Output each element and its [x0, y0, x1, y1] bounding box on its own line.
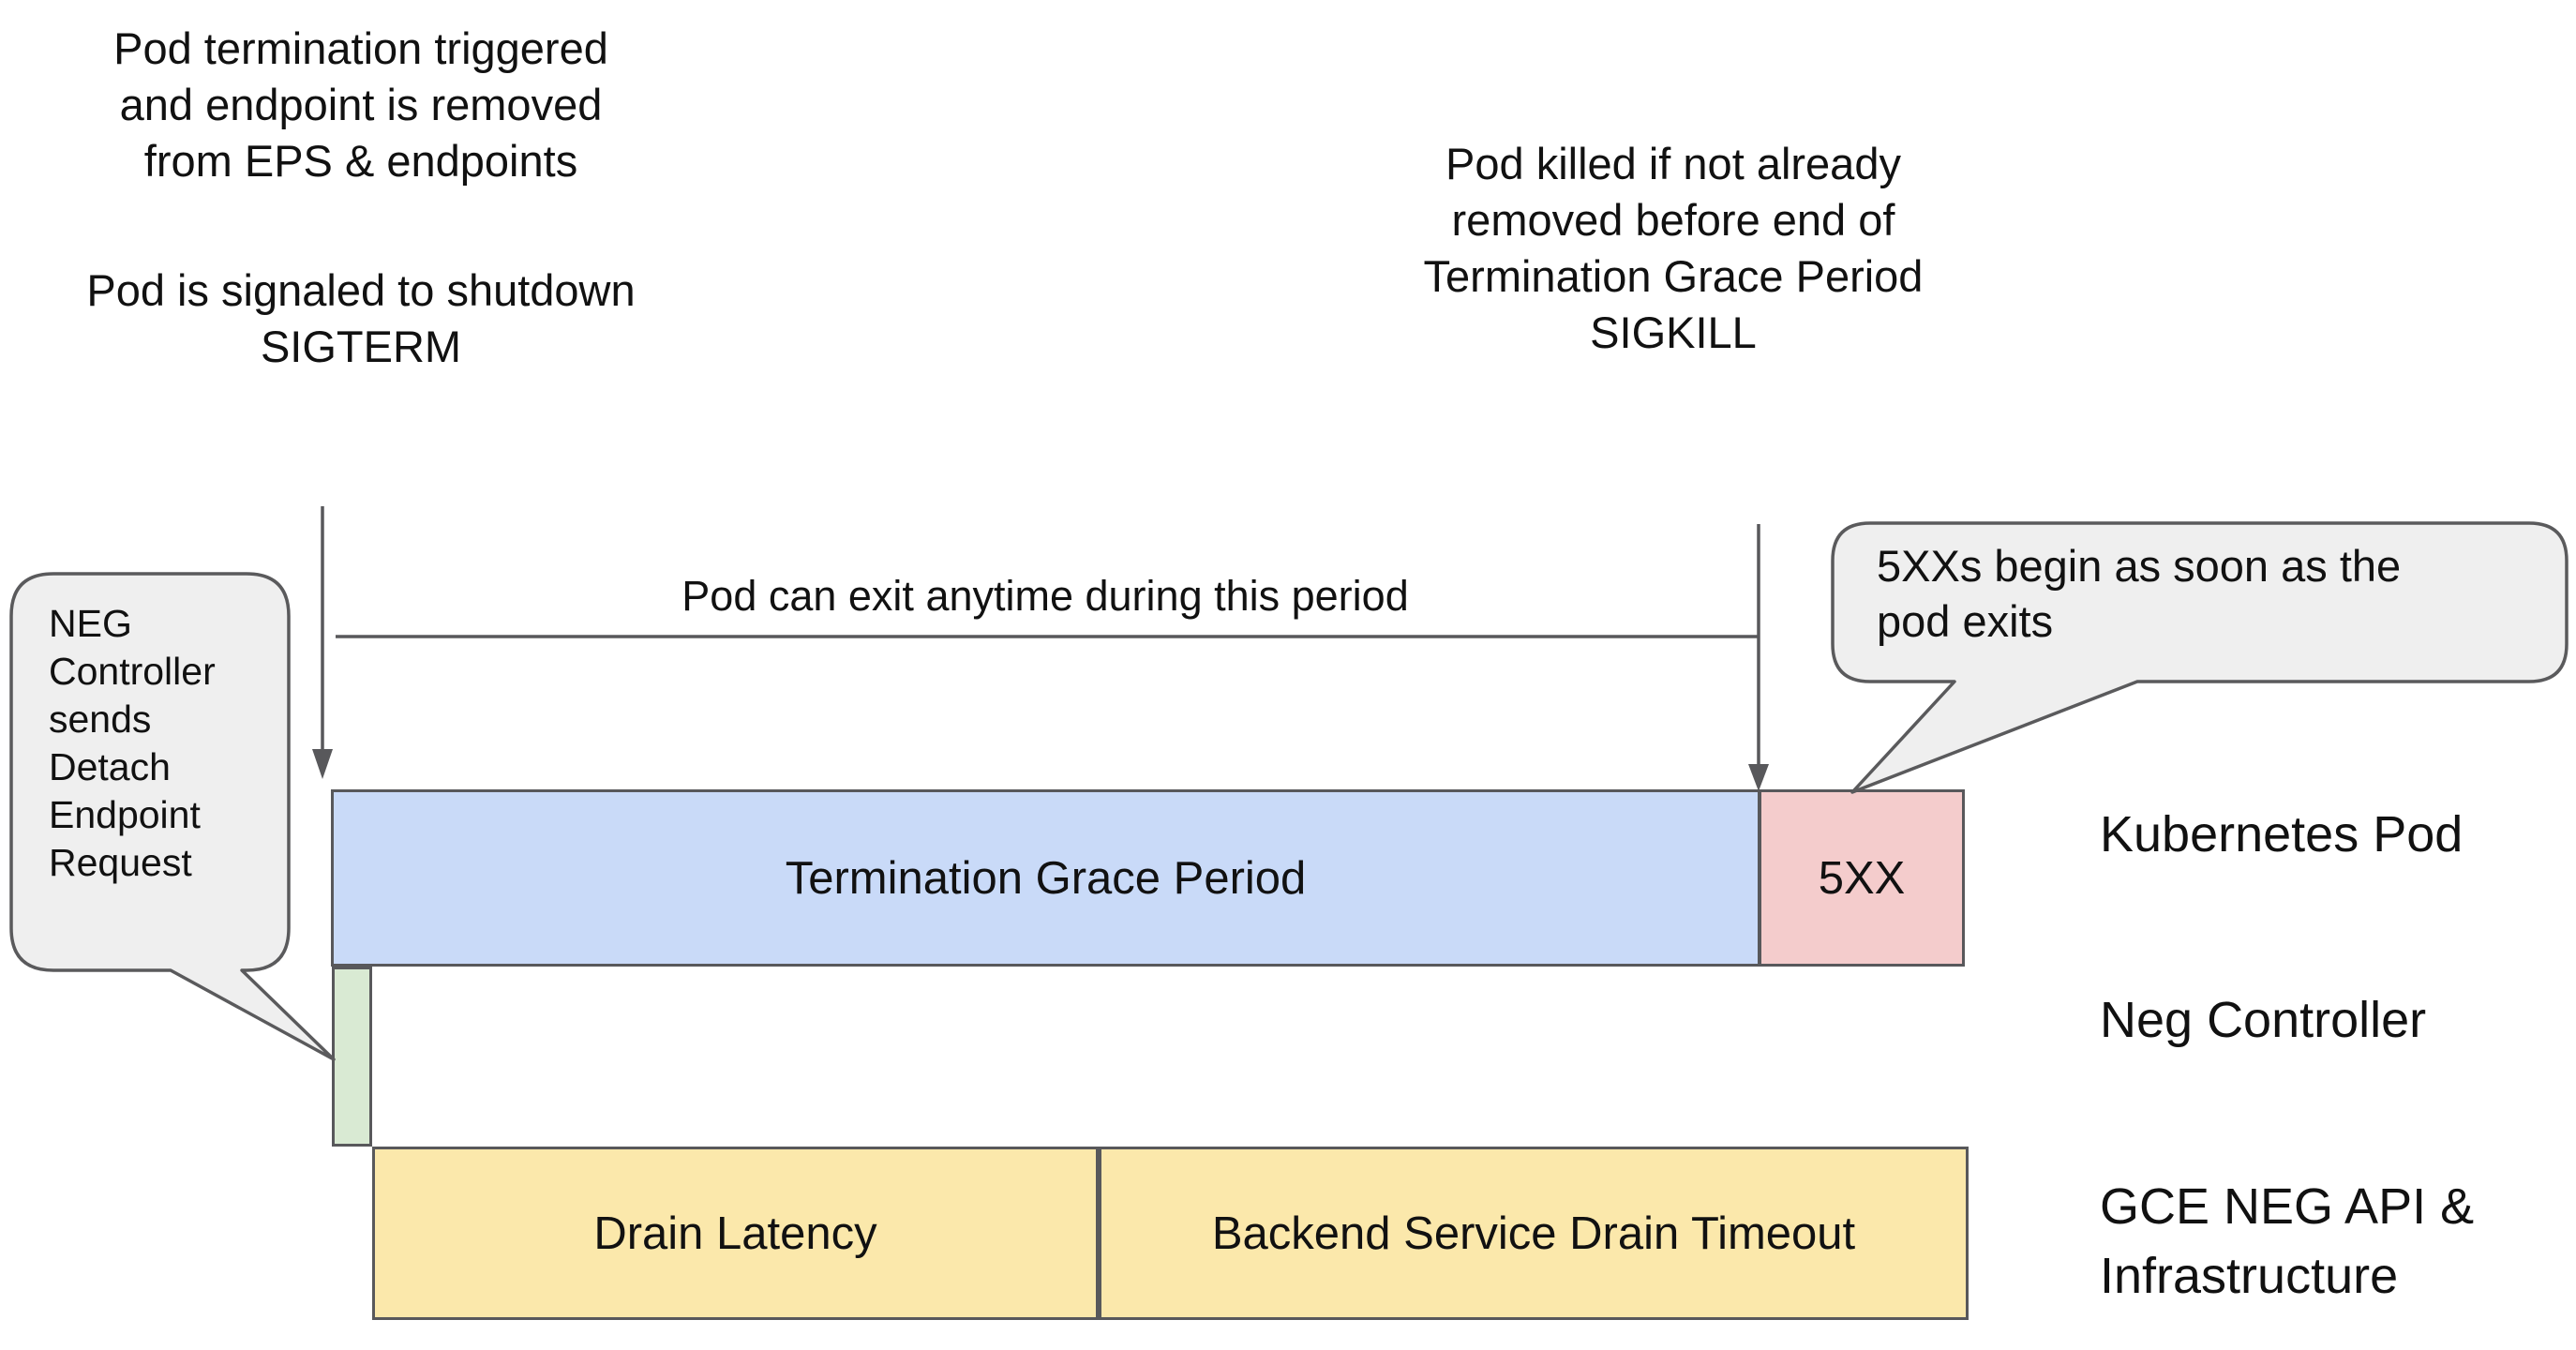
sigterm-arrow-head-icon	[312, 749, 333, 779]
speech-bubble-right-text: 5XXs begin as soon as the pod exits	[1877, 541, 2402, 646]
bar-termination-grace-period: Termination Grace Period	[331, 789, 1760, 967]
bar-5xx: 5XX	[1759, 789, 1965, 967]
note-pod-killed: Pod killed if not already removed before…	[1423, 139, 1924, 357]
note-pod-signaled: Pod is signaled to shutdown SIGTERM	[86, 265, 636, 371]
label-neg-controller: Neg Controller	[2100, 992, 2427, 1048]
bar-neg-detach-request	[332, 967, 372, 1147]
bar-termination-grace-period-label: Termination Grace Period	[785, 852, 1307, 904]
label-gce-neg-api: GCE NEG API & Infrastructure	[2100, 1178, 2475, 1304]
bar-backend-service-drain-timeout: Backend Service Drain Timeout	[1099, 1147, 1969, 1320]
note-pod-termination: Pod termination triggered and endpoint i…	[113, 23, 608, 186]
bar-drain-latency: Drain Latency	[372, 1147, 1099, 1320]
bar-5xx-label: 5XX	[1818, 852, 1906, 904]
label-pod-can-exit: Pod can exit anytime during this period	[681, 572, 1409, 620]
bar-backend-service-drain-timeout-label: Backend Service Drain Timeout	[1211, 1208, 1856, 1259]
sigkill-arrow-head-icon	[1748, 764, 1769, 791]
bar-drain-latency-label: Drain Latency	[593, 1208, 877, 1259]
label-kubernetes-pod: Kubernetes Pod	[2100, 806, 2464, 862]
speech-bubble-left-text: NEG Controller sends Detach Endpoint Req…	[49, 602, 216, 884]
